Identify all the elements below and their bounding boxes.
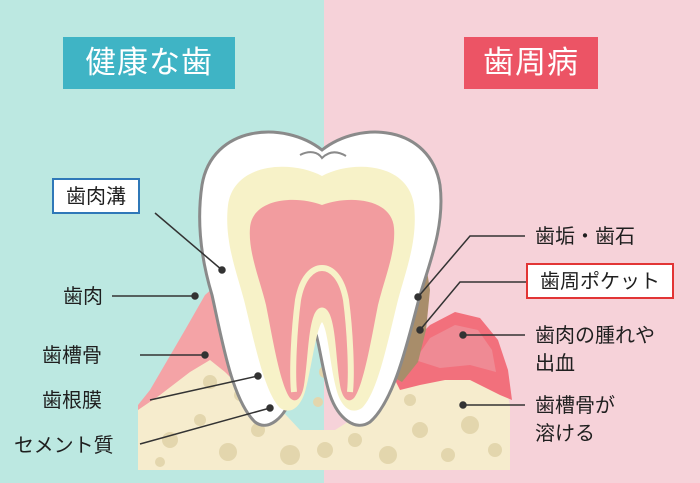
leader-sulcus <box>154 212 223 271</box>
tooth-root-canal <box>290 265 354 393</box>
healthy-header: 健康な歯 <box>85 45 213 81</box>
label-gum: 歯肉 <box>63 284 103 308</box>
healthy-header-bar <box>63 37 235 89</box>
label-plaque-tartar: 歯垢・歯石 <box>535 224 635 248</box>
label-periodontal-pocket: 歯周ポケット <box>526 263 674 299</box>
periodontal-header-bar <box>464 37 598 89</box>
label-gum-swelling-1: 歯肉の腫れや <box>535 323 655 347</box>
label-alveolar-bone: 歯槽骨 <box>42 343 102 367</box>
label-cementum: セメント質 <box>14 433 114 457</box>
label-periodontal-ligament: 歯根膜 <box>42 388 102 412</box>
leader-pocket <box>419 281 526 331</box>
periodontal-header: 歯周病 <box>483 45 579 81</box>
label-bone-melting-2: 溶ける <box>535 421 595 445</box>
label-bone-melting-1: 歯槽骨が <box>535 393 615 417</box>
label-gum-swelling-2: 出血 <box>535 351 575 375</box>
swollen-gum-highlight <box>415 325 496 372</box>
leader-cementum <box>139 407 271 445</box>
crown-groove <box>299 151 347 160</box>
label-gingival-sulcus: 歯肉溝 <box>52 178 140 214</box>
leader-tartar <box>417 235 525 298</box>
tooth-pulp <box>249 199 395 401</box>
leader-ligament <box>149 375 259 401</box>
